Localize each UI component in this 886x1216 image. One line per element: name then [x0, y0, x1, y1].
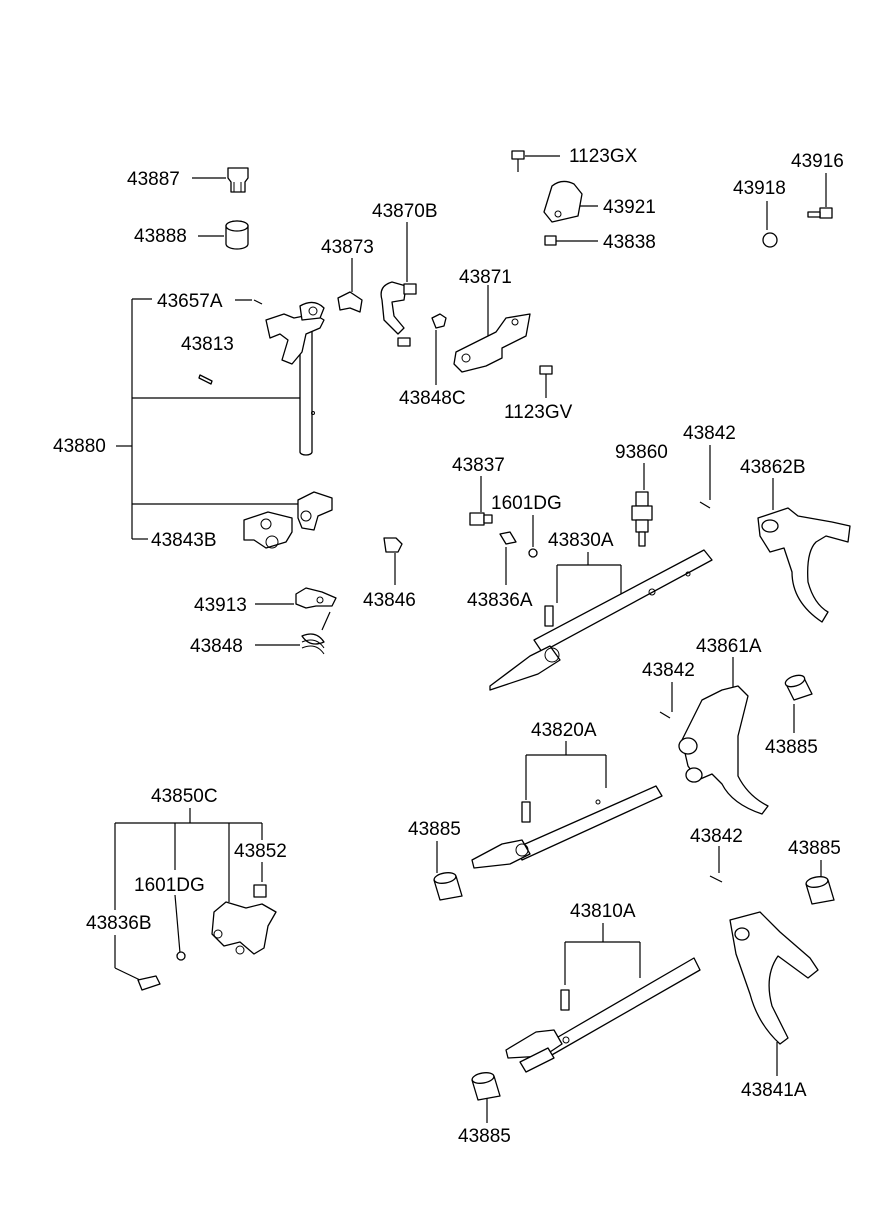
part-43880-shift-lever-assembly [265, 301, 325, 456]
part-label-43846: 43846 [363, 590, 416, 611]
part-label-43842-a: 43842 [683, 423, 736, 444]
part-label-43841A: 43841A [741, 1080, 807, 1101]
part-43850C-bracket [211, 901, 277, 955]
part-label-43885-a: 43885 [765, 737, 818, 758]
part-43913-plate [295, 587, 337, 609]
part-label-43836B: 43836B [86, 913, 152, 934]
part-43885-bushing-a [784, 674, 813, 701]
part-label-93860: 93860 [615, 442, 668, 463]
part-label-43870B: 43870B [372, 201, 438, 222]
part-label-43921: 43921 [603, 197, 656, 218]
part-43888-bushing [225, 220, 249, 250]
part-43836B-bolt [137, 975, 161, 991]
part-label-43820A: 43820A [531, 720, 597, 741]
part-label-43830A: 43830A [548, 530, 614, 551]
part-1123GX-bolt [511, 150, 525, 172]
part-43885-bushing-d [471, 1072, 501, 1101]
part-1601DG-ball-a [528, 548, 538, 558]
part-43846-plug [383, 537, 403, 553]
part-43887-bolt [227, 167, 249, 193]
part-43852-nut [253, 884, 267, 898]
part-43918-washer [762, 232, 778, 248]
part-label-43885-d: 43885 [458, 1126, 511, 1147]
leader-lines [114, 155, 827, 1123]
part-43885-bushing-b [433, 872, 463, 901]
part-43862B-fork [757, 507, 851, 623]
part-label-43848C: 43848C [399, 388, 466, 409]
part-label-43888: 43888 [134, 226, 187, 247]
part-label-43852: 43852 [234, 841, 287, 862]
part-label-43813: 43813 [181, 334, 234, 355]
part-label-43810A: 43810A [570, 901, 636, 922]
part-label-43862B: 43862B [740, 457, 806, 478]
part-43916-bolt [807, 207, 833, 219]
part-label-1123GV: 1123GV [504, 402, 573, 423]
part-1601DG-ball-b [176, 951, 186, 961]
part-label-43887: 43887 [127, 169, 180, 190]
part-label-43873: 43873 [321, 237, 374, 258]
part-label-43842-b: 43842 [642, 660, 695, 681]
part-43842-pin-b [659, 711, 671, 719]
part-43838-nut [544, 235, 557, 246]
part-label-43861A: 43861A [696, 636, 762, 657]
part-43843B-bracket [243, 511, 293, 549]
part-label-43657A: 43657A [157, 291, 223, 312]
part-label-43838: 43838 [603, 232, 656, 253]
part-43837-plug [469, 512, 493, 526]
part-43813-key [198, 374, 213, 385]
part-label-43843B: 43843B [151, 530, 217, 551]
part-label-1601DG-b: 1601DG [134, 875, 205, 896]
part-43841A-fork [729, 911, 819, 1045]
part-43885-bushing-c [805, 876, 835, 905]
part-43861A-fork [678, 685, 769, 815]
part-label-43885-b: 43885 [408, 819, 461, 840]
part-43836A-spring [499, 531, 517, 545]
part-label-1601DG-a: 1601DG [491, 493, 562, 514]
part-43873-clip [337, 291, 363, 313]
part-43810A-shift-rail [505, 957, 701, 1073]
part-43842-pin-a [699, 501, 711, 509]
part-label-43837: 43837 [452, 455, 505, 476]
part-43820A-shift-rail [471, 785, 663, 869]
part-label-43913: 43913 [194, 595, 247, 616]
part-label-43918: 43918 [733, 178, 786, 199]
part-label-43885-c: 43885 [788, 838, 841, 859]
part-label-43880: 43880 [53, 436, 106, 457]
part-label-43848: 43848 [190, 636, 243, 657]
part-43880-lower-block [297, 491, 333, 531]
part-43657A-pin [253, 299, 263, 305]
part-label-43871: 43871 [459, 267, 512, 288]
part-label-43836A: 43836A [467, 590, 533, 611]
part-43842-pin-c [709, 875, 723, 883]
part-43830A-shift-rail [489, 549, 713, 691]
part-1123GV-bolt [539, 365, 553, 378]
part-label-43916: 43916 [791, 151, 844, 172]
part-43848C-spring [431, 313, 447, 329]
part-label-43850C: 43850C [151, 786, 218, 807]
part-label-43842-c: 43842 [690, 826, 743, 847]
part-43871-plate [453, 313, 531, 373]
part-43921-bracket [543, 180, 583, 223]
part-43848-spring [301, 611, 331, 655]
part-label-1123GX: 1123GX [569, 146, 638, 167]
part-43870B-lever [380, 281, 417, 347]
part-93860-switch [631, 491, 653, 547]
